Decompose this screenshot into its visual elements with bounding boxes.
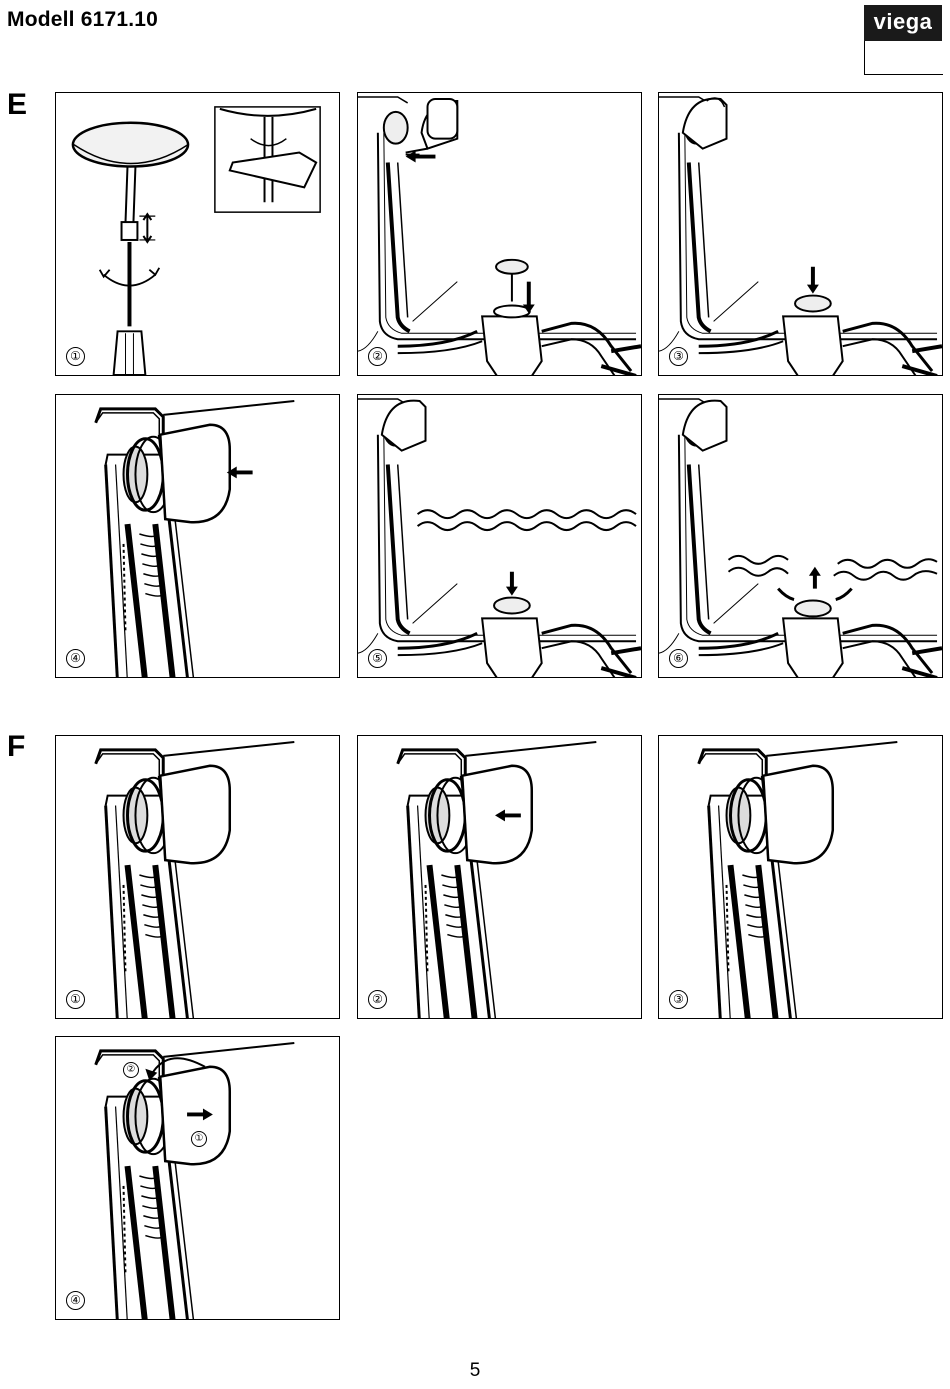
step-number: ⑥ bbox=[669, 649, 688, 668]
step-number: ① bbox=[66, 990, 85, 1009]
figure-f3: ③ bbox=[658, 735, 943, 1019]
overflow-cover-removal-illustration bbox=[56, 1037, 339, 1319]
callout-first: ① bbox=[191, 1131, 207, 1147]
overflow-cover-illustration bbox=[659, 736, 942, 1018]
figure-f1: ① bbox=[55, 735, 340, 1019]
page-title: Modell 6171.10 bbox=[7, 8, 158, 32]
figure-e6: ⑥ bbox=[658, 394, 943, 678]
figure-e2: ② bbox=[357, 92, 642, 376]
step-number: ⑤ bbox=[368, 649, 387, 668]
step-number: ③ bbox=[669, 347, 688, 366]
step-number: ④ bbox=[66, 1291, 85, 1310]
bath-closed-illustration bbox=[358, 395, 641, 677]
step-number: ① bbox=[66, 347, 85, 366]
step-number: ② bbox=[368, 347, 387, 366]
callout-second: ② bbox=[123, 1062, 139, 1078]
figure-e3: ③ bbox=[658, 92, 943, 376]
plug-removal-illustration bbox=[56, 93, 339, 375]
step-number: ③ bbox=[669, 990, 688, 1009]
brand-logo: viega bbox=[864, 5, 942, 41]
figure-e4: ④ bbox=[55, 394, 340, 678]
figure-e1: ① bbox=[55, 92, 340, 376]
overflow-cover-illustration bbox=[358, 736, 641, 1018]
outlet-install-illustration bbox=[358, 93, 641, 375]
section-label-f: F bbox=[7, 730, 25, 764]
bath-draining-illustration bbox=[659, 395, 942, 677]
section-label-e: E bbox=[7, 88, 27, 122]
step-number: ④ bbox=[66, 649, 85, 668]
figure-e5: ⑤ bbox=[357, 394, 642, 678]
step-number: ② bbox=[368, 990, 387, 1009]
overflow-cover-illustration bbox=[56, 395, 339, 677]
plug-insert-illustration bbox=[659, 93, 942, 375]
overflow-cover-illustration bbox=[56, 736, 339, 1018]
figure-f2: ② bbox=[357, 735, 642, 1019]
page-number: 5 bbox=[0, 1360, 950, 1382]
figure-f4: ② ① ④ bbox=[55, 1036, 340, 1320]
